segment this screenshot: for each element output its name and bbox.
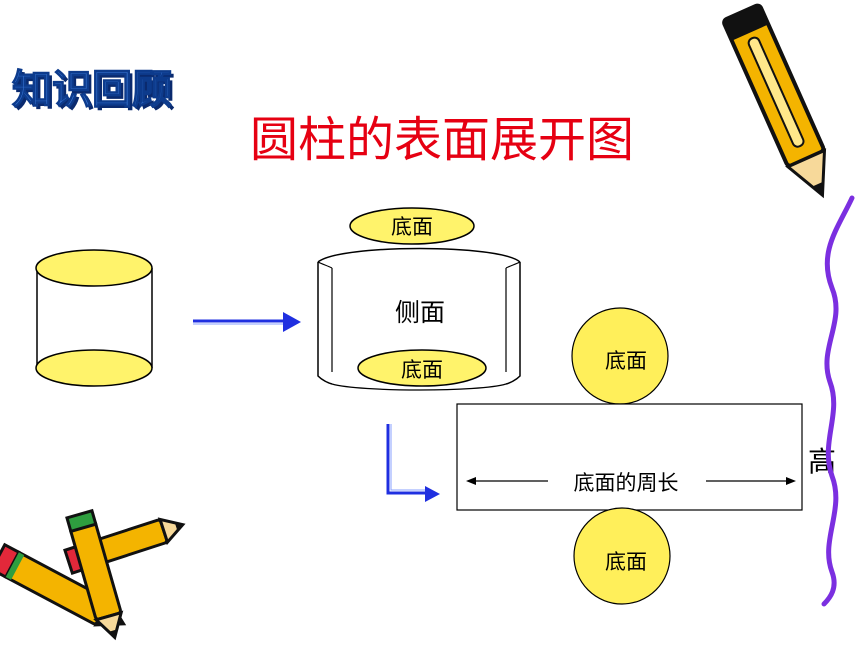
badge-text: 知识回顾 [12, 67, 172, 113]
lateral-rectangle [456, 403, 803, 511]
badge: 知识回顾 知识回顾 [11, 66, 175, 116]
arrow-head [283, 312, 301, 332]
cylinder-right-edge [505, 262, 521, 385]
pencil-icon [722, 3, 827, 199]
badge-shadow: 知识回顾 [15, 70, 175, 116]
lateral-label: 侧面 [395, 298, 445, 327]
cylinder-3d [35, 249, 153, 387]
cylinder-bottom-curve [331, 383, 507, 391]
bottom-base-ellipse [357, 349, 487, 387]
net-top-base-label: 底面 [605, 349, 647, 373]
elbow-arrow-head [425, 486, 440, 502]
net-bottom-base-label: 底面 [605, 550, 647, 574]
wave-decoration [821, 195, 855, 607]
pencils-icon [0, 508, 186, 641]
bottom-base-label: 底面 [401, 358, 443, 382]
cylinder-unrolling: 底面 侧面 底面 [317, 207, 521, 391]
cylinder-left-edge [317, 262, 333, 385]
cylinder-top-ellipse [35, 249, 153, 287]
cylinder-bottom-ellipse [35, 349, 153, 387]
cylinder-net: 底面 底面的周长 底面 高 [456, 307, 836, 605]
cylinder-top-curve [317, 247, 521, 263]
circumference-arrow-right [786, 477, 796, 485]
top-base-ellipse [349, 207, 475, 245]
page-title: 圆柱的表面展开图 [250, 112, 634, 168]
net-bottom-circle [573, 507, 671, 605]
top-base-label: 底面 [391, 215, 433, 239]
elbow-arrow-shaft [386, 424, 427, 495]
circumference-label: 底面的周长 [574, 471, 679, 495]
arrow-right-1 [193, 312, 301, 332]
circumference-arrow-left [466, 477, 476, 485]
arrow-elbow [386, 424, 440, 502]
